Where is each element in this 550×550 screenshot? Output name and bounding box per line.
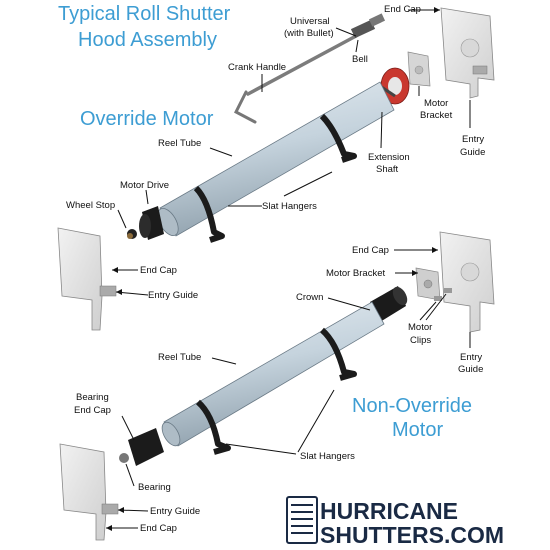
- label-extension-shaft-line1: Extension: [368, 152, 410, 163]
- watermark-line1: HURRICANE: [320, 498, 458, 524]
- label-entry-guide-bottom: Entry Guide: [150, 506, 200, 517]
- label-entry-guide-top-line2: Guide: [460, 147, 485, 158]
- leader-lines: [106, 9, 471, 529]
- motor-bracket-right2: [415, 267, 441, 301]
- label-motor-drive: Motor Drive: [120, 180, 169, 191]
- watermark-logo: HURRICANE SHUTTERS.COM: [286, 496, 504, 548]
- end-cap-plate-bottom: [59, 443, 119, 541]
- slat-hanger-bottom-1: [195, 399, 231, 455]
- watermark-line2: SHUTTERS.COM: [320, 522, 504, 548]
- label-extension-shaft-line2: Shaft: [376, 164, 399, 175]
- label-end-cap-left: End Cap: [140, 265, 177, 276]
- label-end-cap-bottom: End Cap: [140, 523, 177, 534]
- reel-tube-top: [157, 81, 395, 237]
- bearing-end-cap: [119, 428, 164, 466]
- label-entry-guide-top-line1: Entry: [462, 134, 484, 145]
- non-override-heading-line1: Non-Override: [352, 395, 472, 417]
- crown-part: [370, 286, 408, 322]
- label-end-cap-right2: End Cap: [352, 245, 389, 256]
- label-reel-tube-top: Reel Tube: [158, 138, 201, 149]
- label-bearing: Bearing: [138, 482, 171, 493]
- label-motor-bracket-top-line1: Motor: [424, 98, 448, 109]
- slat-hanger-top-2: [319, 113, 357, 163]
- label-bearing-end-cap-line2: End Cap: [74, 405, 111, 416]
- motor-clips: [434, 288, 452, 301]
- diagram-title-line1: Typical Roll Shutter: [58, 3, 231, 25]
- label-slat-hangers-top: Slat Hangers: [262, 201, 317, 212]
- motor-bracket-top: [407, 51, 431, 87]
- label-bell: Bell: [352, 54, 368, 65]
- diagram-title-line2: Hood Assembly: [78, 29, 217, 51]
- label-crank-handle: Crank Handle: [228, 62, 286, 73]
- label-slat-hangers-bottom: Slat Hangers: [300, 451, 355, 462]
- end-cap-plate-right2: [439, 231, 495, 333]
- slat-hanger-top-1: [193, 185, 225, 243]
- end-cap-plate-top: [440, 7, 495, 99]
- arrowheads: [106, 7, 440, 531]
- label-reel-tube-bottom: Reel Tube: [158, 352, 201, 363]
- wheel-stop: [127, 229, 137, 239]
- label-motor-clips-line2: Clips: [410, 335, 431, 346]
- label-motor-bracket-top-line2: Bracket: [420, 110, 453, 121]
- motor-drive: [139, 206, 164, 240]
- end-cap-plate-left: [57, 227, 117, 331]
- override-motor-heading: Override Motor: [80, 108, 214, 130]
- label-universal-line2: (with Bullet): [284, 28, 334, 39]
- slat-hanger-bottom-2: [319, 327, 357, 381]
- label-wheel-stop: Wheel Stop: [66, 200, 115, 211]
- label-end-cap-top: End Cap: [384, 4, 421, 15]
- label-entry-guide-right2-line2: Guide: [458, 364, 483, 375]
- label-universal-line1: Universal: [290, 16, 330, 27]
- label-entry-guide-right2-line1: Entry: [460, 352, 482, 363]
- non-override-heading-line2: Motor: [392, 419, 443, 441]
- label-crown: Crown: [296, 292, 323, 303]
- label-motor-bracket-right2: Motor Bracket: [326, 268, 385, 279]
- label-entry-guide-left: Entry Guide: [148, 290, 198, 301]
- bell-part: [380, 67, 410, 105]
- label-motor-clips-line1: Motor: [408, 322, 432, 333]
- label-bearing-end-cap-line1: Bearing: [76, 392, 109, 403]
- crank-handle: [234, 13, 386, 124]
